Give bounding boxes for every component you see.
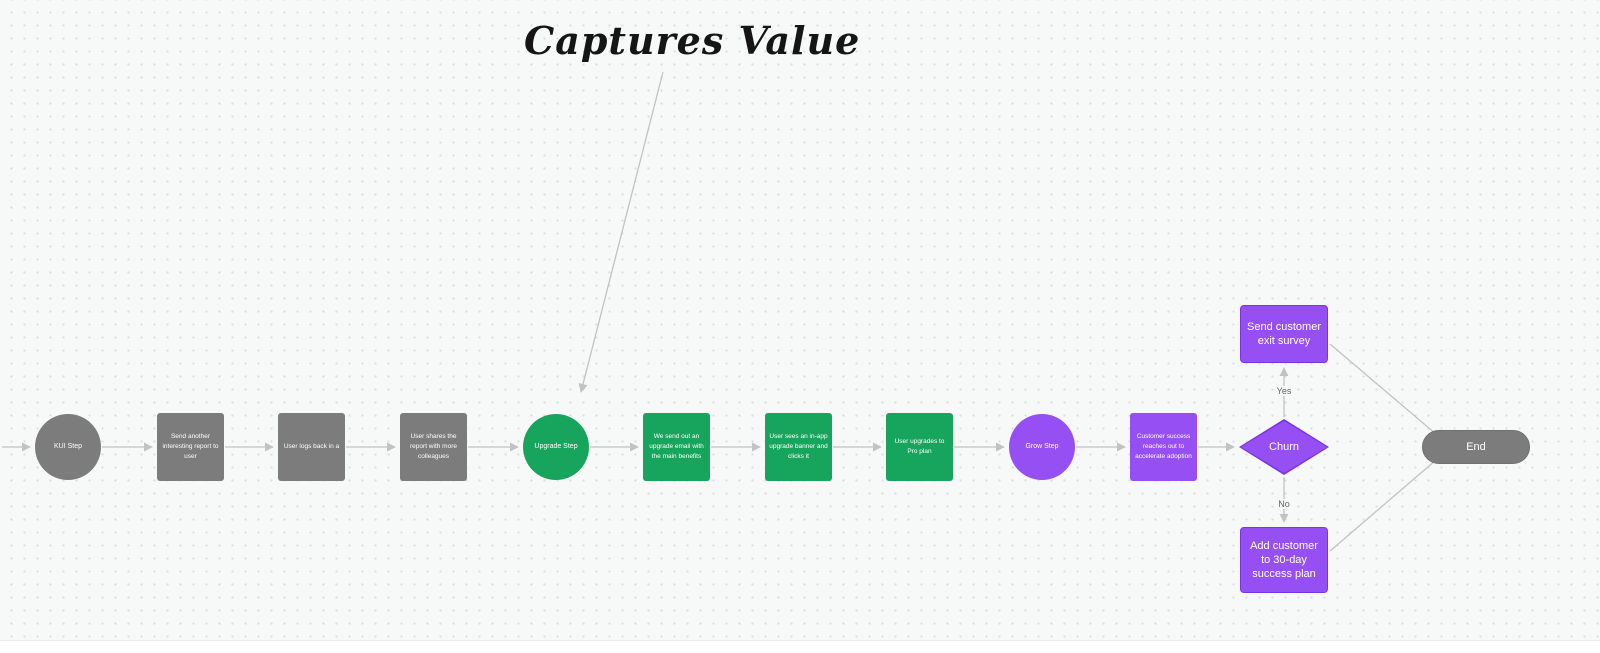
title-annotation[interactable]: Captures Value: [524, 18, 861, 63]
node-customer-success[interactable]: Customer success reaches out to accelera…: [1130, 413, 1197, 481]
node-label: User sees an in-app upgrade banner and c…: [769, 432, 828, 461]
node-in-app-banner[interactable]: User sees an in-app upgrade banner and c…: [765, 413, 832, 481]
node-label: Send another interesting report to user: [162, 432, 219, 461]
node-label: Grow Step: [1025, 443, 1059, 451]
edge-label-no[interactable]: No: [1275, 499, 1293, 509]
node-label: KUI Step: [53, 443, 82, 451]
canvas-bottom-edge: [0, 640, 1600, 653]
node-label: User shares the report with more colleag…: [410, 432, 457, 461]
edge-label-yes[interactable]: Yes: [1273, 386, 1295, 396]
node-upgrade-step[interactable]: Upgrade Step: [523, 414, 589, 480]
node-label: Customer success reaches out to accelera…: [1135, 432, 1192, 461]
edge-success-plan-to-end[interactable]: [1329, 453, 1444, 552]
node-user-shares-report[interactable]: User shares the report with more colleag…: [400, 413, 467, 481]
node-upgrade-email[interactable]: We send out an upgrade email with the ma…: [643, 413, 710, 481]
node-label: We send out an upgrade email with the ma…: [649, 432, 704, 461]
node-churn-decision[interactable]: Churn: [1239, 419, 1329, 475]
edge-exit-survey-to-end[interactable]: [1329, 343, 1444, 441]
node-kui-step[interactable]: KUI Step: [35, 414, 101, 480]
node-label: End: [1466, 441, 1486, 453]
node-send-report[interactable]: Send another interesting report to user: [157, 413, 224, 481]
node-label: Upgrade Step: [534, 443, 578, 451]
node-upgrades-pro[interactable]: User upgrades to Pro plan: [886, 413, 953, 481]
node-label: Add customer to 30-day success plan: [1250, 539, 1318, 581]
edge-title-annotation-to-upgrade-step[interactable]: [578, 71, 664, 393]
node-user-logs-back[interactable]: User logs back in a: [278, 413, 345, 481]
node-success-plan[interactable]: Add customer to 30-day success plan: [1240, 527, 1328, 593]
node-label: User logs back in a: [283, 442, 340, 450]
node-grow-step[interactable]: Grow Step: [1009, 414, 1075, 480]
node-label: Send customer exit survey: [1247, 320, 1321, 347]
node-label: User upgrades to Pro plan: [894, 437, 945, 455]
node-exit-survey[interactable]: Send customer exit survey: [1240, 305, 1328, 363]
node-end[interactable]: End: [1422, 430, 1530, 464]
node-label: Churn: [1269, 441, 1299, 453]
